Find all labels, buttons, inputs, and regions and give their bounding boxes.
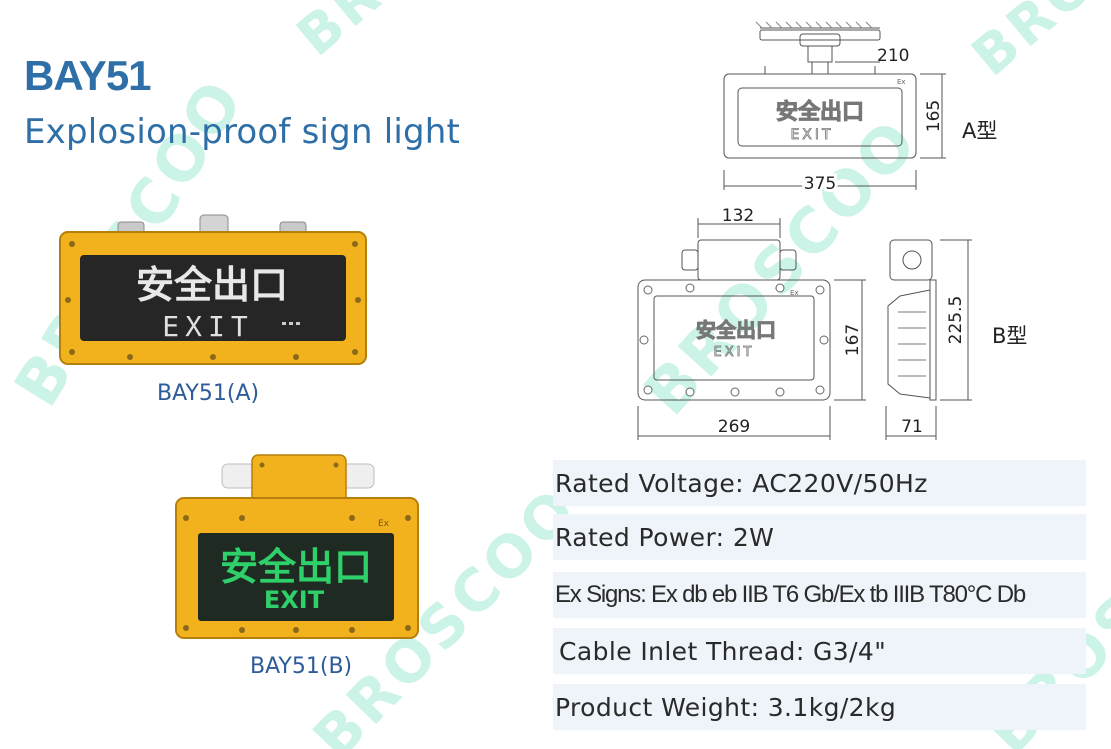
spec-product-weight-text: Product Weight: 3.1kg/2kg <box>555 692 897 722</box>
product-a-sign-en: EXIT <box>162 310 253 343</box>
spec-ex-signs: Ex Signs: Ex db eb IIB T6 Gb/Ex tb IIIB … <box>553 572 1086 618</box>
spec-ex-signs-text: Ex Signs: Ex db eb IIB T6 Gb/Ex tb IIIB … <box>555 581 1026 608</box>
drawing-b-front <box>637 218 866 440</box>
product-b-image: Ex 安全出口 EXIT <box>175 454 419 639</box>
drawing-b-sign-en: EXIT <box>714 345 755 360</box>
product-b-sign-en: EXIT <box>264 586 325 614</box>
spec-product-weight: Product Weight: 3.1kg/2kg <box>553 684 1086 730</box>
drawing-b-ex-mark: Ex <box>790 289 799 297</box>
drawing-b-dim-side-width: 71 <box>901 417 923 437</box>
product-title: BAY51 <box>24 52 152 99</box>
product-subtitle: Explosion-proof sign light <box>24 112 461 152</box>
drawing-a-sign-en: EXIT <box>790 127 833 143</box>
drawing-b-side <box>885 239 972 440</box>
product-a-sign-cn: 安全出口 <box>136 263 288 307</box>
drawing-a-dim-top: 210 <box>877 46 909 66</box>
drawing-a <box>723 21 946 190</box>
drawing-a-ex-mark: Ex <box>897 78 906 86</box>
product-b-sign-cn: 安全出口 <box>220 545 372 589</box>
spec-rated-voltage-text: Rated Voltage: AC220V/50Hz <box>555 468 928 498</box>
product-a-image: 安全出口 EXIT <box>59 214 367 365</box>
drawing-a-dim-height: 165 <box>924 100 944 132</box>
drawing-b-dim-height: 167 <box>843 324 863 356</box>
product-b-label: BAY51(B) <box>250 654 353 679</box>
drawing-b-dim-width: 269 <box>718 417 750 437</box>
spec-rated-voltage: Rated Voltage: AC220V/50Hz <box>553 460 1086 506</box>
drawing-a-type-label: A型 <box>962 119 998 143</box>
product-b-ex-mark: Ex <box>378 519 390 529</box>
spec-rated-power-text: Rated Power: 2W <box>555 522 775 552</box>
spec-cable-inlet: Cable Inlet Thread: G3/4" <box>553 628 1086 674</box>
spec-cable-inlet-text: Cable Inlet Thread: G3/4" <box>559 636 887 666</box>
drawing-b-dim-side-height: 225.5 <box>946 296 966 345</box>
drawing-b-type-label: B型 <box>992 324 1028 348</box>
product-a-label: BAY51(A) <box>157 381 260 406</box>
drawing-a-sign-cn: 安全出口 <box>776 99 864 125</box>
drawing-b-sign-cn: 安全出口 <box>696 318 776 342</box>
spec-rated-power: Rated Power: 2W <box>553 514 1086 560</box>
drawing-a-dim-width: 375 <box>804 174 836 194</box>
drawing-b-dim-top: 132 <box>722 206 754 226</box>
